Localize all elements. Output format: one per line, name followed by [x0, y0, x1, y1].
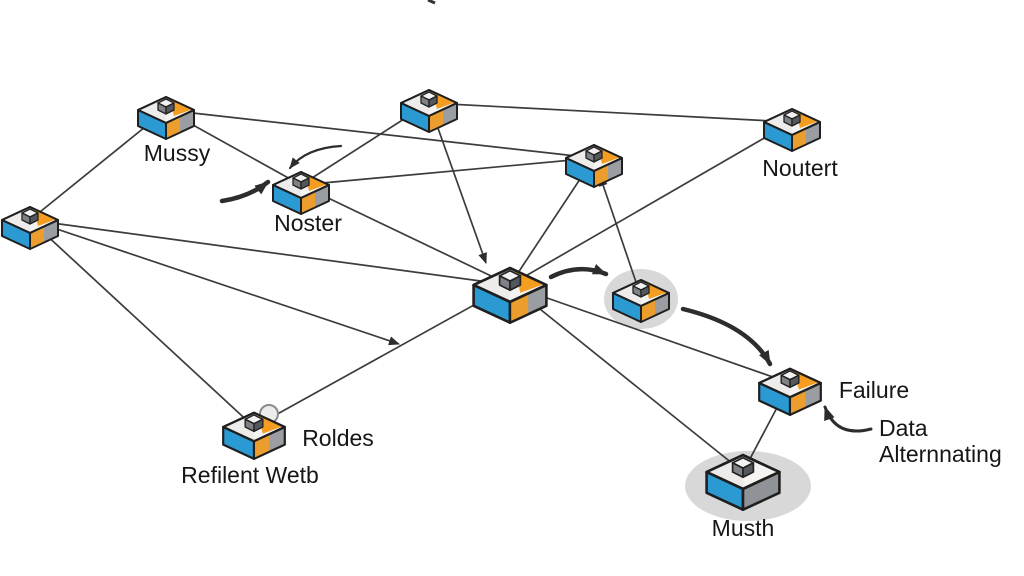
edge-central-musth [509, 284, 744, 473]
sublabel-roldes: Refilent Wetb [181, 462, 319, 488]
curved-arrow-swoosh-into-noster [219, 179, 271, 204]
node-noster [272, 171, 330, 215]
cube-icon [783, 110, 801, 127]
edge-noster-central [300, 184, 511, 286]
annotation-line-1: Data [879, 415, 928, 441]
cube-icon [292, 173, 310, 190]
label-failure: Failure [839, 377, 909, 403]
cube-icon [498, 269, 522, 292]
node-central [472, 266, 548, 324]
label-noster: Noster [274, 210, 342, 236]
node-gray [612, 279, 670, 323]
curved-arrow-gray-to-failure-arrow [680, 306, 773, 367]
curved-arrow-thin-curve-into-noster [288, 144, 343, 170]
label-mussy: Mussy [144, 140, 211, 166]
node-failure [758, 367, 822, 417]
cube-icon [21, 208, 39, 225]
node-left [1, 206, 59, 250]
cube-icon [780, 370, 800, 389]
cube-icon [585, 146, 603, 163]
edge-gray-mid [598, 175, 639, 289]
cube-icon [632, 281, 650, 298]
annotation-line-2: Alternnating [879, 441, 1002, 467]
edge-topcenter-central [428, 102, 487, 264]
curved-arrow-central-to-gray-arrow [548, 264, 609, 280]
node-mid [565, 144, 623, 188]
cube-icon [731, 456, 755, 479]
edge-noster-mid [300, 157, 595, 186]
cube-icon [244, 414, 264, 433]
label-noutert: Noutert [762, 155, 838, 181]
node-mussy [137, 96, 195, 140]
label-musth: Musth [712, 515, 775, 541]
curved-arrow-data-label-to-failure [823, 405, 873, 433]
edge-noutert-central [509, 121, 793, 286]
edge-topcenter-noutert [428, 102, 793, 123]
edge-roldes-central [253, 284, 511, 428]
top-edge-mark [427, 0, 436, 5]
edge-central-failure [509, 284, 791, 384]
edge-left-roldes [29, 219, 255, 428]
cube-icon [157, 98, 175, 115]
label-roldes: Roldes [302, 425, 374, 451]
node-noutert [763, 108, 821, 152]
edge-left-central [29, 219, 511, 286]
node-musth [705, 453, 781, 511]
edge-left-to-midair-arrow [29, 219, 400, 346]
node-topcenter [400, 89, 458, 133]
cube-icon [420, 91, 438, 108]
node-roldes [222, 411, 286, 461]
